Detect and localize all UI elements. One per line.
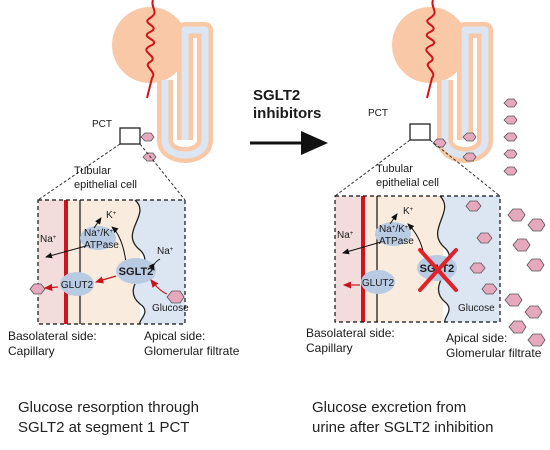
- left-panel: PCT Tubular epithelial cell Na+/K+ ATPas…: [8, 0, 240, 358]
- tubular-cell-label-line1: Tubular: [376, 163, 413, 175]
- sglt2-transporter: [116, 258, 156, 284]
- caption-right-line2: urine after SGLT2 inhibition: [312, 419, 494, 436]
- excreted-glucose-group: [432, 98, 518, 176]
- na-k-atpase-pump: [375, 222, 411, 246]
- k-ion-label: K+: [106, 210, 117, 221]
- sglt2-label: SGLT2: [119, 266, 154, 278]
- nephron-left: [112, 0, 213, 163]
- na-transport-arrow: [111, 226, 127, 264]
- na-efflux-arrow: [45, 245, 87, 259]
- zoom-line-left: [334, 139, 411, 197]
- cell-panel-left: Na+/K+ ATPase K+ Na+ SGLT2 Na+ Glucose G…: [29, 199, 189, 325]
- urine-glucose-cluster: [504, 208, 546, 347]
- glucose-hexagon-icon: [462, 132, 477, 142]
- basolateral-label-line1: Basolateral side:: [8, 329, 97, 343]
- nephron-right: [392, 0, 546, 347]
- caption-right: Glucose excretion from urine after SGLT2…: [312, 398, 494, 438]
- glucose-hexagon-icon: [462, 152, 477, 162]
- capillary-wall: [361, 196, 365, 322]
- glucose-hexagon-icon: [524, 305, 543, 319]
- k-ion-label: K+: [403, 206, 414, 217]
- basolateral-region: [38, 200, 68, 324]
- tubular-cell-label-line2: epithelial cell: [376, 177, 439, 189]
- pct-label: PCT: [92, 119, 112, 130]
- glucose-hexagon-icon: [527, 218, 546, 232]
- glut2-label: GLUT2: [362, 278, 395, 289]
- glucose-hexagon-icon: [503, 115, 518, 125]
- inhibitor-arrow-group: SGLT2 inhibitors: [250, 87, 328, 155]
- capillary-wall: [64, 200, 68, 324]
- glut2-label: GLUT2: [61, 280, 94, 291]
- glucose-hexagon-icon: [29, 283, 46, 295]
- glucose-hexagon-icon: [142, 152, 157, 162]
- atpase-label: ATPase: [379, 236, 414, 247]
- caption-left-line1: Glucose resorption through: [18, 399, 199, 416]
- basolateral-region: [335, 196, 365, 322]
- pct-label: PCT: [368, 108, 388, 119]
- zoom-line-left: [37, 143, 121, 201]
- zoom-line-right: [139, 143, 186, 201]
- na-influx-arrow: [148, 258, 161, 271]
- caption-left-line2: SGLT2 at segment 1 PCT: [18, 419, 190, 436]
- glucose-hexagon-icon: [140, 132, 155, 142]
- na-efflux-label: Na+: [40, 234, 57, 245]
- glucose-hexagon-icon: [476, 232, 493, 244]
- glomerular-capillary-coil: [425, 0, 436, 99]
- inhibitor-label-line1: SGLT2: [253, 87, 300, 104]
- basolateral-label-line1: Basolateral side:: [306, 326, 395, 340]
- glucose-intracellular-arrow: [94, 275, 117, 284]
- glut2-transporter: [60, 272, 94, 296]
- na-k-atpase-pump: [80, 226, 116, 250]
- apical-label-line2: Glomerular filtrate: [446, 346, 542, 360]
- glucose-label: Glucose: [458, 303, 495, 314]
- zoom-box: [409, 123, 431, 141]
- glucose-hexagon-icon: [503, 166, 518, 176]
- glucose-hexagon-icon: [526, 258, 545, 272]
- glucose-hexagon-icon: [503, 149, 518, 159]
- k-influx-arrow: [389, 213, 398, 225]
- glucose-hexagon-icon: [469, 262, 486, 274]
- na-efflux-label: Na+: [337, 230, 354, 241]
- zoom-panel-frame: [37, 199, 186, 325]
- glucose-label: Glucose: [152, 303, 189, 314]
- tubule-lumen: [161, 26, 209, 159]
- k-influx-arrow: [93, 217, 102, 229]
- apical-label-line1: Apical side:: [446, 331, 507, 345]
- glucose-hexagon-icon: [465, 200, 482, 212]
- glucose-uptake-arrow: [150, 279, 168, 295]
- apical-label-line2: Glomerular filtrate: [144, 344, 240, 358]
- glucose-hexagon-icon: [503, 132, 518, 142]
- glucose-hexagon-icon: [508, 320, 527, 334]
- tubular-cell-label-line2: epithelial cell: [74, 179, 137, 191]
- glomerular-capillary-coil: [145, 0, 156, 99]
- zoom-box: [119, 127, 141, 145]
- glucose-hexagon-icon: [504, 293, 523, 307]
- na-k-label: Na+/K+: [379, 224, 409, 235]
- glucose-hexagon-icon: [481, 283, 498, 295]
- glucose-exit-arrow: [43, 283, 59, 292]
- na-influx-label: Na+: [157, 246, 174, 257]
- right-panel: PCT Tubular epithelial cell Na+/K+ ATPas…: [306, 0, 546, 360]
- filtrate-glucose-group: [465, 200, 498, 295]
- inhibitor-label-line2: inhibitors: [253, 105, 321, 122]
- atpase-label: ATPase: [84, 240, 119, 251]
- glut2-transporter: [361, 270, 395, 294]
- caption-right-line1: Glucose excretion from: [312, 399, 467, 416]
- zoom-panel-frame: [334, 195, 501, 323]
- glucose-hexagon-icon: [503, 98, 518, 108]
- basolateral-label-line2: Capillary: [306, 341, 353, 355]
- basolateral-label-line2: Capillary: [8, 344, 55, 358]
- cell-panel-right: Na+/K+ ATPase K+ Na+ SGLT2 Glucose GLUT2: [334, 195, 501, 323]
- tubular-cell-label-line1: Tubular: [74, 165, 111, 177]
- apical-label-line1: Apical side:: [144, 329, 205, 343]
- na-efflux-arrow: [342, 241, 382, 255]
- glucose-hexagon-icon: [432, 138, 447, 148]
- glucose-hexagon-icon: [512, 238, 531, 252]
- glucose-hexagon-icon: [166, 290, 185, 304]
- inhibition-x-icon: [418, 248, 458, 292]
- glucose-hexagon-icon: [507, 208, 526, 222]
- caption-left: Glucose resorption through SGLT2 at segm…: [18, 398, 199, 438]
- glucose-hexagon-icon: [527, 333, 546, 347]
